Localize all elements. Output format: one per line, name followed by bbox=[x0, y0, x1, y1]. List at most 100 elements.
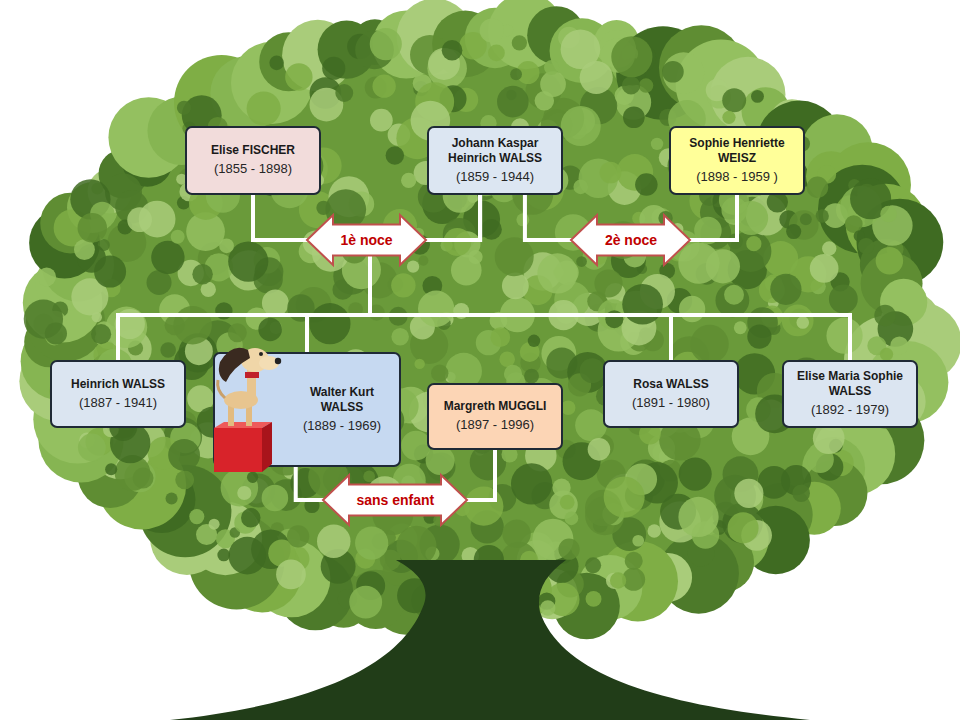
leaf-cluster bbox=[407, 261, 419, 273]
leaf-cluster bbox=[502, 520, 530, 548]
toy-eye bbox=[259, 352, 263, 356]
leaf-cluster bbox=[786, 224, 801, 239]
leaf-cluster bbox=[746, 236, 761, 251]
leaf-cluster bbox=[502, 272, 529, 299]
leaf-cluster bbox=[241, 508, 261, 528]
person-name: Rosa WALSS bbox=[611, 377, 731, 392]
person-name: Margreth MUGGLI bbox=[435, 399, 555, 414]
person-name: Walter Kurt WALSS bbox=[291, 385, 393, 415]
person-box: Johann Kaspar Heinrich WALSS(1859 - 1944… bbox=[427, 126, 563, 195]
life-dates: (1898 - 1959 ) bbox=[677, 169, 797, 185]
leaf-cluster bbox=[585, 557, 601, 573]
leaf-cluster bbox=[782, 304, 814, 336]
leaf-cluster bbox=[537, 253, 577, 293]
toy-tail bbox=[218, 380, 225, 398]
leaf-cluster bbox=[221, 469, 259, 507]
leaf-cluster bbox=[228, 537, 266, 575]
leaf-cluster bbox=[488, 45, 505, 62]
person-box: Sophie Henriette WEISZ (1898 - 1959 ) bbox=[669, 126, 805, 195]
toy-nose bbox=[275, 358, 281, 364]
leaf-cluster bbox=[880, 206, 897, 223]
family-link bbox=[370, 195, 850, 360]
leaf-cluster bbox=[391, 328, 409, 346]
leaf-cluster bbox=[807, 176, 829, 198]
life-dates: (1891 - 1980) bbox=[611, 395, 731, 411]
person-box: Walter Kurt WALSS(1889 - 1969) bbox=[213, 352, 401, 467]
leaf-cluster bbox=[237, 486, 251, 500]
leaf-cluster bbox=[78, 434, 106, 462]
leaf-cluster bbox=[734, 201, 768, 235]
leaf-cluster bbox=[715, 283, 749, 317]
leaf-cluster bbox=[511, 463, 552, 504]
leaf-cluster bbox=[495, 237, 534, 276]
leaf-cluster bbox=[431, 364, 448, 381]
leaf-cluster bbox=[552, 479, 570, 497]
leaf-cluster bbox=[443, 228, 471, 256]
leaf-cluster bbox=[558, 539, 579, 560]
person-name: Elise Maria Sophie WALSS bbox=[790, 369, 910, 399]
leaf-cluster bbox=[540, 600, 555, 615]
leaf-cluster bbox=[751, 90, 764, 103]
leaf-cluster bbox=[690, 325, 728, 363]
leaf-cluster bbox=[594, 269, 622, 297]
leaf-cluster bbox=[335, 84, 353, 102]
leaf-cluster bbox=[845, 215, 863, 233]
leaf-cluster bbox=[734, 479, 763, 508]
leaf-cluster bbox=[133, 468, 154, 489]
leaf-cluster bbox=[127, 207, 152, 232]
leaf-cluster bbox=[734, 321, 747, 334]
leaf-cluster bbox=[663, 52, 704, 93]
leaf-cluster bbox=[391, 273, 415, 297]
leaf-cluster bbox=[728, 512, 759, 543]
person-name: Sophie Henriette WEISZ bbox=[677, 136, 797, 166]
leaf-cluster bbox=[622, 76, 640, 94]
leaf-cluster bbox=[499, 351, 515, 367]
leaf-cluster bbox=[747, 324, 771, 348]
tree-trunk bbox=[170, 560, 810, 720]
family-link bbox=[370, 195, 671, 360]
leaf-cluster bbox=[258, 318, 282, 342]
leaf-cluster bbox=[105, 463, 117, 475]
leaf-cluster bbox=[262, 485, 289, 512]
leaf-cluster bbox=[560, 495, 575, 510]
leaf-cluster bbox=[635, 173, 657, 195]
leaf-cluster bbox=[625, 552, 643, 570]
leaf-cluster bbox=[722, 111, 735, 124]
leaf-cluster bbox=[490, 327, 510, 347]
person-box: Margreth MUGGLI (1897 - 1996) bbox=[427, 383, 563, 450]
life-dates: (1897 - 1996) bbox=[435, 417, 555, 433]
leaf-cluster bbox=[189, 509, 204, 524]
leaf-cluster bbox=[217, 549, 230, 562]
leaf-cluster bbox=[678, 497, 718, 537]
leaf-cluster bbox=[504, 365, 522, 383]
leaf-cluster bbox=[37, 268, 56, 287]
leaf-cluster bbox=[219, 238, 234, 253]
leaf-cluster bbox=[580, 61, 613, 94]
leaf-cluster bbox=[192, 264, 213, 285]
leaf-cluster bbox=[349, 586, 382, 619]
family-link bbox=[253, 195, 671, 360]
leaf-cluster bbox=[285, 63, 312, 90]
life-dates: (1892 - 1979) bbox=[790, 402, 910, 418]
leaf-cluster bbox=[890, 336, 908, 354]
leaf-cluster bbox=[510, 68, 522, 80]
leaf-cluster bbox=[316, 201, 330, 215]
leaf-cluster bbox=[822, 241, 836, 255]
toy-dog-picture bbox=[212, 332, 292, 474]
leaf-cluster bbox=[600, 162, 622, 184]
leaf-cluster bbox=[826, 318, 862, 354]
leaf-cluster bbox=[287, 525, 309, 547]
leaf-cluster bbox=[648, 524, 661, 537]
leaf-cluster bbox=[662, 61, 684, 83]
leaf-cluster bbox=[796, 316, 809, 329]
tree-canopy bbox=[19, 0, 960, 645]
leaf-cluster bbox=[386, 146, 404, 164]
leaf-cluster bbox=[580, 358, 605, 383]
union-arrow: 1è noce bbox=[306, 214, 427, 266]
leaf-cluster bbox=[524, 369, 539, 384]
family-link bbox=[253, 195, 370, 352]
family-link bbox=[307, 195, 480, 352]
leaf-cluster bbox=[228, 323, 247, 342]
leaf-cluster bbox=[173, 306, 212, 345]
